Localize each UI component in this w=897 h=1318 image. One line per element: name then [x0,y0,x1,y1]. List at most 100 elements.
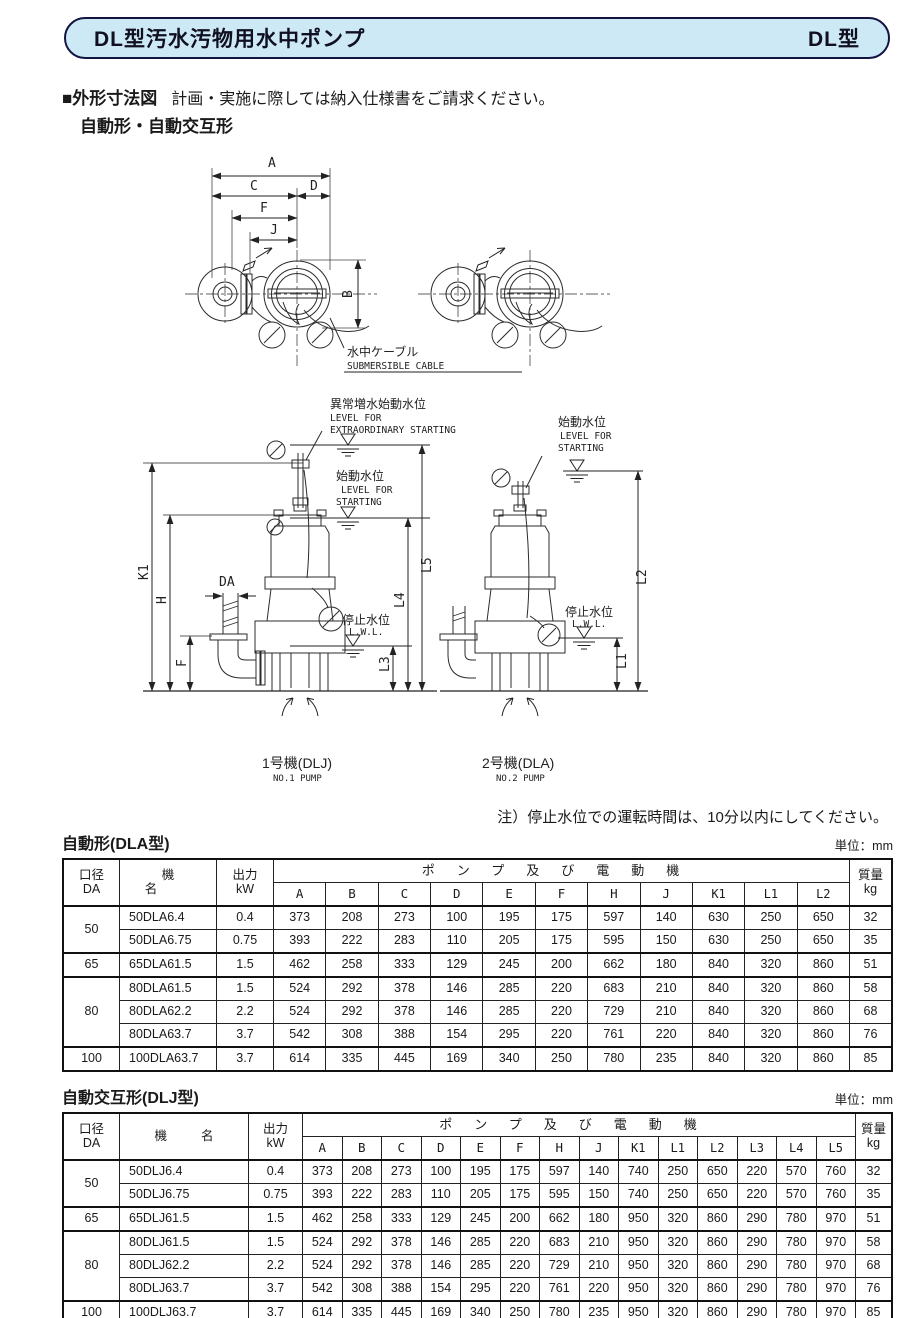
value-cell: 250 [534,1046,589,1072]
value-cell: 335 [341,1300,382,1318]
dim-label-c: C [250,179,258,194]
value-cell: 283 [377,929,432,954]
model-name-cell: 80DLJ63.7 [119,1277,249,1302]
value-cell: 340 [482,1046,536,1072]
value-cell: 290 [736,1277,777,1302]
value-cell: 860 [697,1206,738,1232]
value-cell: 340 [460,1300,501,1318]
dim-label-k1: K1 [137,564,152,580]
value-cell: 760 [815,1159,856,1184]
value-cell: 780 [776,1230,817,1255]
level-start-en1-left: LEVEL FOR [341,485,393,496]
level-extraordinary-jp: 異常増水始動水位 [330,396,426,411]
value-cell: 630 [691,929,746,954]
page-banner: DL型汚水汚物用水中ポンプ DL型 [64,17,890,59]
col-header-dim: H [587,882,641,907]
value-cell: 740 [618,1183,659,1208]
value-cell: 220 [534,1023,589,1048]
diameter-cell: 50 [62,905,120,954]
col-header-dim: K1 [618,1136,659,1161]
value-cell: 0.4 [248,1159,303,1184]
level-stop-en-right: L.W.L. [572,619,606,630]
value-cell: 245 [482,952,536,978]
value-cell: 950 [618,1230,659,1255]
value-cell: 840 [691,952,746,978]
col-header-dim: D [430,882,484,907]
dim-label-a: A [268,156,276,171]
value-cell: 150 [639,929,693,954]
level-extraordinary-en1: LEVEL FOR [330,413,382,424]
model-name-cell: 80DLA63.7 [119,1023,217,1048]
value-cell: 840 [691,1023,746,1048]
value-cell: 614 [272,1046,327,1072]
value-cell: 51 [855,1206,893,1232]
value-cell: 222 [325,929,379,954]
value-cell: 235 [639,1046,693,1072]
value-cell: 175 [499,1183,540,1208]
col-header-dim: L4 [776,1136,817,1161]
value-cell: 860 [796,952,851,978]
value-cell: 860 [697,1254,738,1278]
level-start-en1-right: LEVEL FOR [560,431,612,442]
model-name-cell: 50DLA6.75 [119,929,217,954]
value-cell: 524 [272,976,327,1001]
model-name-cell: 50DLJ6.75 [119,1183,249,1208]
value-cell: 200 [534,952,589,978]
col-header-dim: L2 [697,1136,738,1161]
value-cell: 761 [587,1023,641,1048]
value-cell: 285 [482,1000,536,1024]
value-cell: 100 [430,905,484,930]
section-heading-note: 計画・実施に際しては納入仕様書をご請求ください。 [171,91,555,108]
value-cell: 308 [341,1277,382,1302]
value-cell: 860 [796,1046,851,1072]
value-cell: 320 [744,952,798,978]
diameter-cell: 50 [62,1159,120,1208]
value-cell: 378 [381,1254,422,1278]
value-cell: 258 [325,952,379,978]
col-header-group: ポンプ及び電動機 [273,858,850,883]
section-subheading: 自動形・自動交互形 [80,117,233,136]
value-cell: 140 [639,905,693,930]
col-header-dim: C [381,1136,422,1161]
col-header-dim: F [499,1136,540,1161]
value-cell: 3.7 [216,1023,274,1048]
value-cell: 445 [377,1046,432,1072]
dla-table-title: 自動形(DLA型) [62,836,170,853]
col-header-dim: L5 [815,1136,856,1161]
value-cell: 35 [849,929,893,954]
dim-label-l4: L4 [393,592,408,608]
value-cell: 290 [736,1230,777,1255]
value-cell: 860 [697,1300,738,1318]
value-cell: 378 [377,976,432,1001]
dim-label-h: H [155,596,170,604]
value-cell: 220 [736,1183,777,1208]
value-cell: 175 [534,905,589,930]
pump1-caption-jp: 1号機(DLJ) [262,755,332,771]
model-name-cell: 80DLJ62.2 [119,1254,249,1278]
value-cell: 220 [736,1159,777,1184]
value-cell: 970 [815,1277,856,1302]
value-cell: 970 [815,1254,856,1278]
col-header-dim: E [460,1136,501,1161]
value-cell: 0.75 [248,1183,303,1208]
value-cell: 373 [302,1159,343,1184]
pump1-caption-en: NO.1 PUMP [273,774,322,784]
value-cell: 222 [341,1183,382,1208]
value-cell: 210 [639,976,693,1001]
value-cell: 210 [639,1000,693,1024]
value-cell: 258 [341,1206,382,1232]
value-cell: 729 [587,1000,641,1024]
value-cell: 154 [420,1277,461,1302]
cable-label-en: SUBMERSIBLE CABLE [347,361,445,372]
value-cell: 950 [618,1206,659,1232]
value-cell: 393 [272,929,327,954]
value-cell: 840 [691,976,746,1001]
